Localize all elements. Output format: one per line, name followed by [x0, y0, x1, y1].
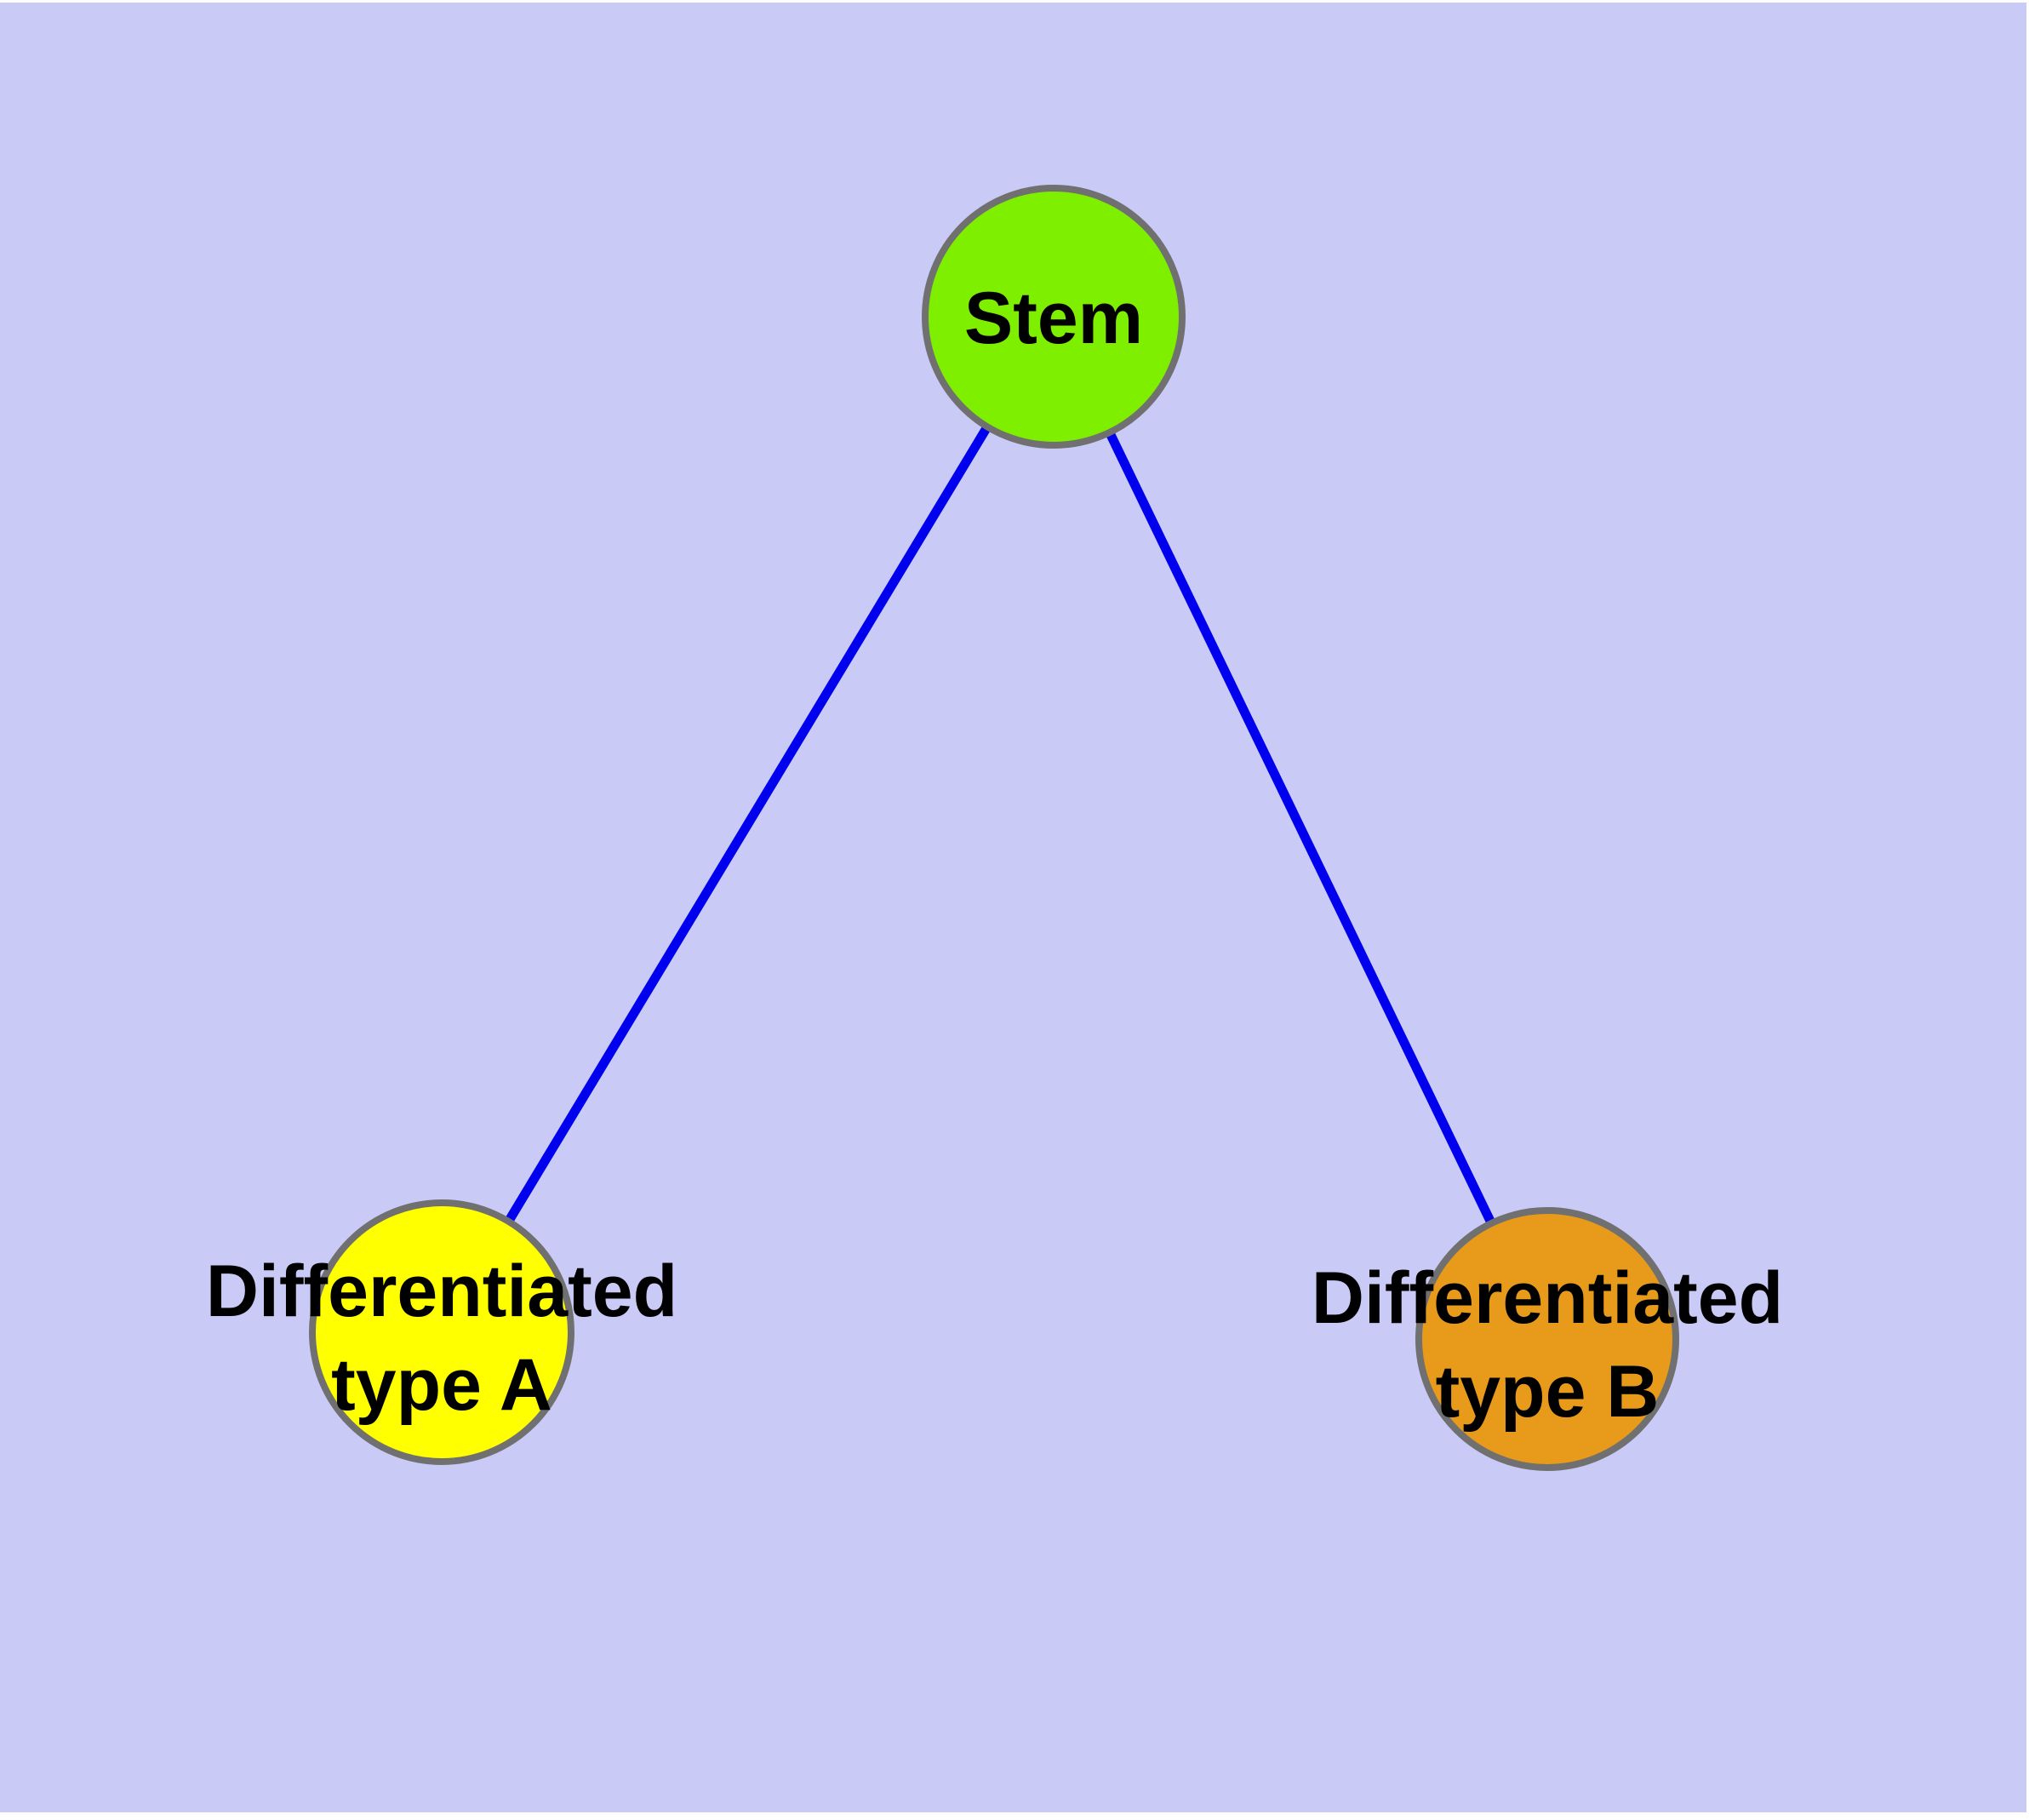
edge-stem-to-type-b [1049, 314, 1552, 1342]
node-type-b-label-line2: type B [1436, 1351, 1660, 1433]
node-type-a [309, 1199, 574, 1465]
edge-stem-to-type-a [437, 314, 1058, 1335]
node-type-b-label: Differentiated type B [1312, 1257, 1783, 1433]
node-type-a-label: Differentiated type A [206, 1251, 677, 1426]
node-type-b [1415, 1207, 1679, 1471]
node-type-a-label-line2: type A [331, 1344, 552, 1426]
node-type-b-label-line1: Differentiated [1312, 1257, 1783, 1339]
node-stem [922, 185, 1186, 449]
node-stem-label: Stem [964, 278, 1143, 359]
node-type-a-label-line1: Differentiated [206, 1251, 677, 1332]
